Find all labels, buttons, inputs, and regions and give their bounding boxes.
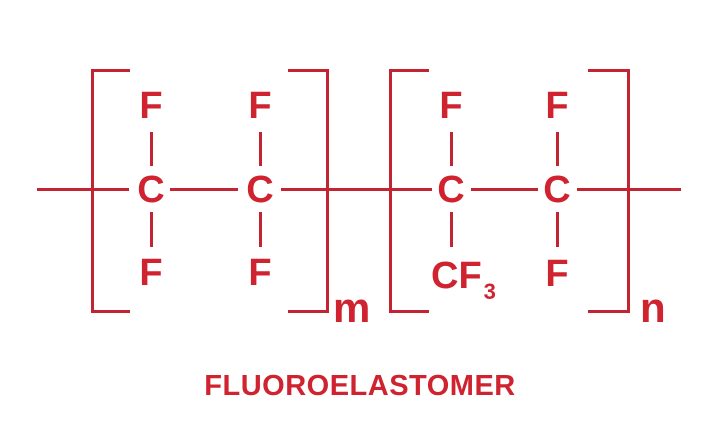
bracket-serif-top bbox=[288, 69, 329, 72]
bond-f-bottom-c1 bbox=[150, 212, 153, 247]
diagram-caption: FLUOROELASTOMER bbox=[204, 370, 516, 402]
backbone-bond-c2-c3 bbox=[281, 188, 432, 191]
bracket-stem bbox=[389, 69, 392, 313]
bond-cf3-bottom-c3 bbox=[450, 212, 453, 247]
bond-f-top-c4 bbox=[556, 132, 559, 166]
bracket-serif-bottom bbox=[588, 310, 630, 313]
cf3-subscript: 3 bbox=[483, 279, 496, 304]
bracket-close-unit-n bbox=[588, 69, 630, 313]
bond-f-top-c3 bbox=[450, 132, 453, 166]
repeat-count-n: n bbox=[640, 284, 666, 331]
atom-cf3-group: CF3 bbox=[431, 255, 496, 303]
atom-carbon-3: C bbox=[437, 169, 465, 211]
bracket-serif-top bbox=[588, 69, 630, 72]
bracket-serif-top bbox=[389, 69, 429, 72]
atom-fluorine-bottom-4: F bbox=[545, 253, 569, 295]
bond-f-bottom-c4 bbox=[556, 212, 559, 247]
bracket-serif-top bbox=[91, 69, 130, 72]
repeat-count-m: m bbox=[333, 284, 371, 331]
bracket-stem bbox=[627, 69, 630, 313]
bracket-stem bbox=[326, 69, 329, 313]
bracket-serif-bottom bbox=[91, 310, 130, 313]
bond-f-top-c1 bbox=[150, 132, 153, 166]
bond-f-top-c2 bbox=[259, 132, 262, 166]
bracket-serif-bottom bbox=[389, 310, 429, 313]
atom-fluorine-bottom-2: F bbox=[248, 252, 272, 294]
bracket-close-unit-m bbox=[288, 69, 329, 313]
cf3-base: CF bbox=[431, 255, 482, 297]
atom-fluorine-bottom-1: F bbox=[139, 252, 163, 294]
backbone-bond-left-tail bbox=[37, 188, 129, 191]
bond-f-bottom-c2 bbox=[259, 212, 262, 247]
bracket-open-unit-n bbox=[389, 69, 429, 313]
bracket-stem bbox=[91, 69, 94, 313]
bracket-serif-bottom bbox=[288, 310, 329, 313]
atom-fluorine-top-2: F bbox=[248, 85, 272, 127]
atom-fluorine-top-3: F bbox=[439, 85, 463, 127]
backbone-bond-c1-c2 bbox=[170, 188, 238, 191]
bracket-open-unit-m bbox=[91, 69, 130, 313]
atom-carbon-2: C bbox=[246, 169, 274, 211]
atom-carbon-4: C bbox=[543, 169, 571, 211]
atom-fluorine-top-1: F bbox=[139, 85, 163, 127]
backbone-bond-c3-c4 bbox=[471, 188, 538, 191]
atom-carbon-1: C bbox=[137, 169, 165, 211]
atom-fluorine-top-4: F bbox=[545, 85, 569, 127]
